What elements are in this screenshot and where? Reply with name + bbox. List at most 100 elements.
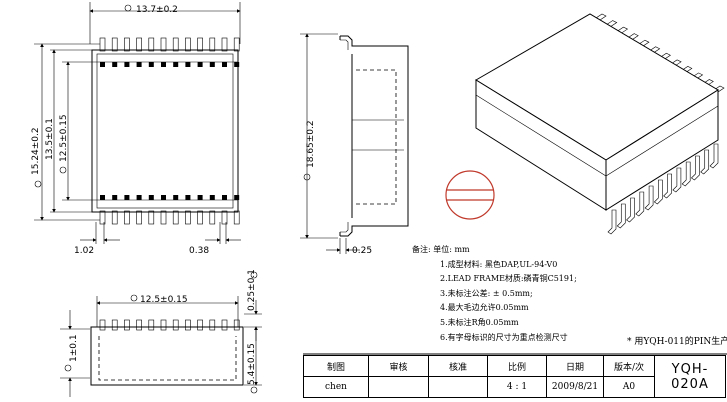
lead-pad <box>136 62 142 67</box>
lead-pad <box>209 195 215 200</box>
lead <box>233 319 240 331</box>
inner-height-dim: 12.5±0.15 <box>59 114 69 162</box>
lead <box>148 319 155 331</box>
value-checked-by <box>368 376 429 398</box>
pin-note: * 用YQH-011的PIN生产 <box>627 337 727 347</box>
lead-pad <box>197 195 203 200</box>
lead-pad <box>234 195 240 200</box>
header-scale: 比例 <box>487 355 547 377</box>
lead-pitch-dim: 1.02 <box>74 246 94 256</box>
top-view-body <box>91 49 239 213</box>
bottom-view: 12.5±0.15 0.25±0.1 5.4±0.15 1±0.1 <box>60 269 262 397</box>
lead-pad <box>185 195 191 200</box>
bottom-height-dim: 5.4±0.15 <box>247 343 257 385</box>
notes-block: 备注: 单位: mm 1.成型材料: 黑色DAP,UL-94-V0 2.LEAD… <box>412 243 577 345</box>
lead <box>185 210 191 225</box>
iso-lead <box>616 203 626 229</box>
lead <box>136 210 142 225</box>
note-item: 6.有字母标识的尺寸为重点检测尺寸 <box>440 332 568 342</box>
lead-pad <box>185 62 191 67</box>
key-dim-marker <box>124 4 132 12</box>
model-number: YQH-020A <box>654 355 726 398</box>
lead-offset-dim: 1±0.1 <box>69 334 79 362</box>
iso-lead <box>607 209 617 235</box>
lead-pad <box>234 62 240 67</box>
lead-pad <box>100 195 105 200</box>
lead-pad <box>112 62 118 67</box>
lead-pad <box>124 62 130 67</box>
lead <box>221 37 228 52</box>
lead-pad <box>100 62 105 67</box>
note-item: 1.成型材料: 黑色DAP,UL-94-V0 <box>440 259 558 269</box>
top-view: 13.7±0.2 15.24±0.2 13.5±0.1 12.5±0.15 1.… <box>31 2 241 256</box>
lead-thickness-dim: 0.25 <box>352 246 372 256</box>
standoff-dim: 0.25±0.1 <box>247 269 257 311</box>
top-view-inner-outline <box>96 53 234 209</box>
lead-pad <box>136 195 142 200</box>
lead-pad <box>197 62 203 67</box>
lead-pad <box>173 62 179 67</box>
value-scale: 4 : 1 <box>487 376 547 398</box>
lead <box>209 210 216 225</box>
bottom-view-body <box>90 326 244 386</box>
lead-pad <box>148 62 154 67</box>
top-pins-lower <box>99 195 240 225</box>
lead <box>111 37 118 52</box>
lead <box>197 210 203 225</box>
body-height-dim: 13.5±0.1 <box>45 118 55 160</box>
lead-pad <box>112 195 118 200</box>
iso-side-face <box>605 89 719 211</box>
lead <box>136 37 142 52</box>
lead-pad <box>222 62 227 67</box>
lead <box>209 37 216 52</box>
iso-lead <box>626 197 635 223</box>
note-item: 3.未标注公差: ± 0.5mm; <box>440 288 533 298</box>
lead <box>185 319 191 331</box>
lead <box>160 37 167 52</box>
lead <box>160 210 167 225</box>
note-item: 5.未标注R角0.05mm <box>440 317 519 327</box>
lead <box>111 319 118 331</box>
isometric-view <box>445 13 725 235</box>
lead <box>99 319 106 331</box>
lead-pad <box>173 195 179 200</box>
header-date: 日期 <box>546 355 604 377</box>
value-drawn-by: chen <box>303 376 369 398</box>
header-checked-by: 审核 <box>368 355 429 377</box>
lead-pad <box>222 195 227 200</box>
lead <box>233 210 240 225</box>
iso-lead <box>700 149 710 175</box>
header-approved-by: 核准 <box>428 355 488 377</box>
value-date: 2009/8/21 <box>546 376 604 398</box>
top-pins-upper <box>99 37 240 67</box>
iso-lead <box>690 155 700 181</box>
bottom-view-pins <box>99 319 240 331</box>
lead-pad <box>148 195 154 200</box>
lead <box>99 37 106 52</box>
outer-height-dim: 15.24±0.2 <box>31 127 41 175</box>
iso-lead <box>635 191 645 217</box>
value-approved-by <box>428 376 488 398</box>
lead <box>172 210 179 225</box>
iso-lead <box>681 161 691 187</box>
pin1-orientation-mark <box>445 170 495 220</box>
lead-pad <box>161 195 166 200</box>
lead <box>148 210 155 225</box>
lead <box>221 210 228 225</box>
title-block: 制图 审核 核准 比例 日期 版本/次 YQH-020A chen 4 : 1 … <box>303 355 726 398</box>
note-item: 2.LEAD FRAME材质:磷青铜C5191; <box>440 274 577 284</box>
header-drawn-by: 制图 <box>303 355 369 377</box>
lead <box>124 319 130 331</box>
lead <box>221 319 228 331</box>
lead-width-dim: 0.38 <box>189 246 209 256</box>
top-width-dim: 13.7±0.2 <box>136 5 178 15</box>
iso-pins-front <box>607 143 719 235</box>
bottom-width-dim: 12.5±0.15 <box>140 295 188 305</box>
lead <box>111 210 118 225</box>
notes-header: 备注: 单位: mm <box>412 245 470 254</box>
lead <box>233 37 240 52</box>
iso-lead <box>672 167 682 193</box>
lead-pad <box>161 62 166 67</box>
note-item: 4.最大毛边允许0.05mm <box>440 303 529 313</box>
